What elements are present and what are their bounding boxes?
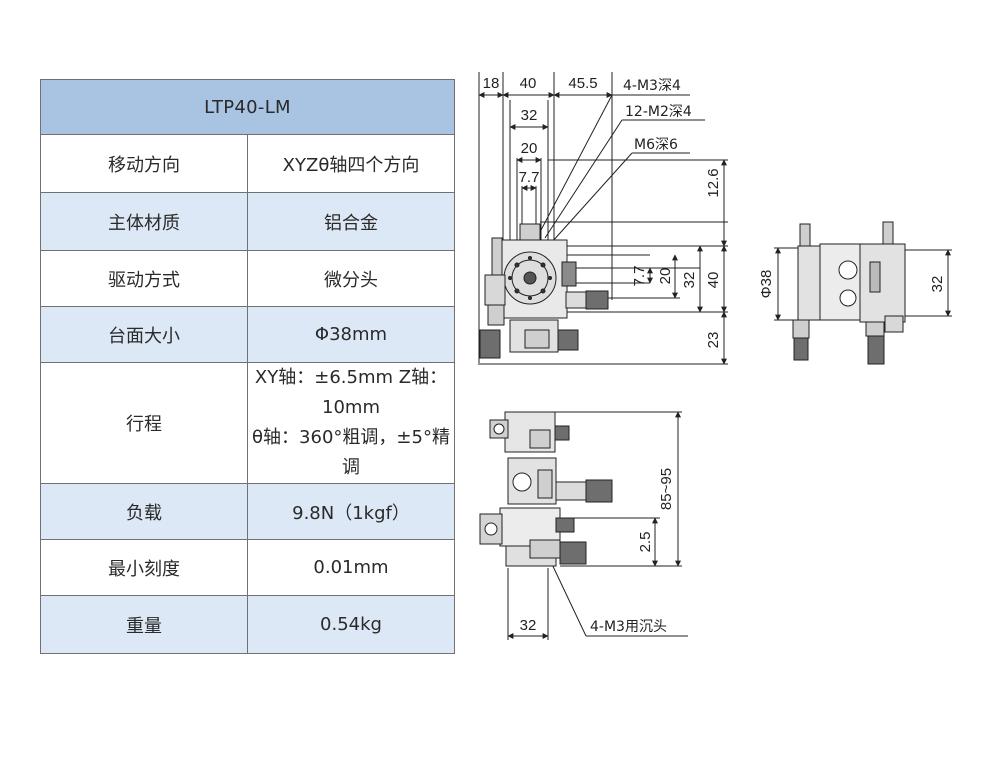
callout-label: 4-M3深4 [623, 78, 681, 94]
dim-label: 12.6 [705, 168, 722, 197]
dim-label: Φ38 [758, 270, 775, 299]
table-title: LTP40-LM [40, 79, 455, 135]
row-value: 0.01mm [247, 539, 455, 596]
dim-label: 7.7 [631, 266, 648, 287]
side-view-labels: Φ38 32 [758, 270, 946, 299]
top-view [478, 72, 728, 365]
dim-label: 23 [705, 332, 722, 349]
row-label: 行程 [40, 362, 248, 484]
dim-label: 32 [929, 276, 946, 293]
front-view [479, 411, 688, 640]
table-title-row: LTP40-LM [40, 79, 455, 135]
table-row: 重量 0.54kg [40, 595, 455, 654]
table-row: 移动方向 XYZθ轴四个方向 [40, 134, 455, 193]
dim-label: 32 [521, 107, 538, 124]
dim-label: 18 [483, 75, 500, 92]
dim-label: 32 [520, 617, 537, 634]
callout-label: 4-M3用沉头 [590, 619, 667, 635]
dim-label: 40 [705, 272, 722, 289]
row-label: 台面大小 [40, 306, 248, 363]
row-value-line: θ轴：360°粗调，±5°精调 [252, 427, 450, 478]
row-label: 最小刻度 [40, 539, 248, 596]
table-row: 驱动方式 微分头 [40, 250, 455, 307]
dim-label: 20 [521, 140, 538, 157]
row-value: 铝合金 [247, 192, 455, 251]
row-value: XY轴：±6.5mm Z轴：10mm θ轴：360°粗调，±5°精调 [247, 362, 455, 484]
side-view [774, 221, 952, 365]
table-row: 行程 XY轴：±6.5mm Z轴：10mm θ轴：360°粗调，±5°精调 [40, 362, 455, 484]
table-row: 主体材质 铝合金 [40, 192, 455, 251]
table-row: 台面大小 Φ38mm [40, 306, 455, 363]
dim-label: 32 [681, 272, 698, 289]
spec-table: LTP40-LM 移动方向 XYZθ轴四个方向 主体材质 铝合金 驱动方式 微分… [40, 79, 455, 654]
top-view-labels: 18 40 45.5 32 20 7.7 4-M3深4 12-M2深4 M6深6… [483, 75, 722, 348]
table-row: 最小刻度 0.01mm [40, 539, 455, 596]
row-value: 0.54kg [247, 595, 455, 654]
dim-label: 2.5 [637, 532, 654, 553]
row-label: 负载 [40, 483, 248, 540]
dim-label: 7.7 [519, 169, 540, 186]
dim-label: 45.5 [568, 75, 597, 92]
dim-label: 40 [520, 75, 537, 92]
row-value: 微分头 [247, 250, 455, 307]
row-label: 驱动方式 [40, 250, 248, 307]
dim-label: 85~95 [658, 468, 675, 510]
row-value: 9.8N（1kgf） [247, 483, 455, 540]
row-label: 主体材质 [40, 192, 248, 251]
front-view-labels: 85~95 2.5 32 4-M3用沉头 [520, 468, 675, 635]
table-row: 负载 9.8N（1kgf） [40, 483, 455, 540]
callout-label: 12-M2深4 [625, 104, 692, 120]
row-value-line: XY轴：±6.5mm Z轴：10mm [254, 367, 448, 418]
row-value: Φ38mm [247, 306, 455, 363]
row-label: 重量 [40, 595, 248, 654]
dim-label: 20 [657, 268, 674, 285]
callout-label: M6深6 [634, 137, 678, 153]
